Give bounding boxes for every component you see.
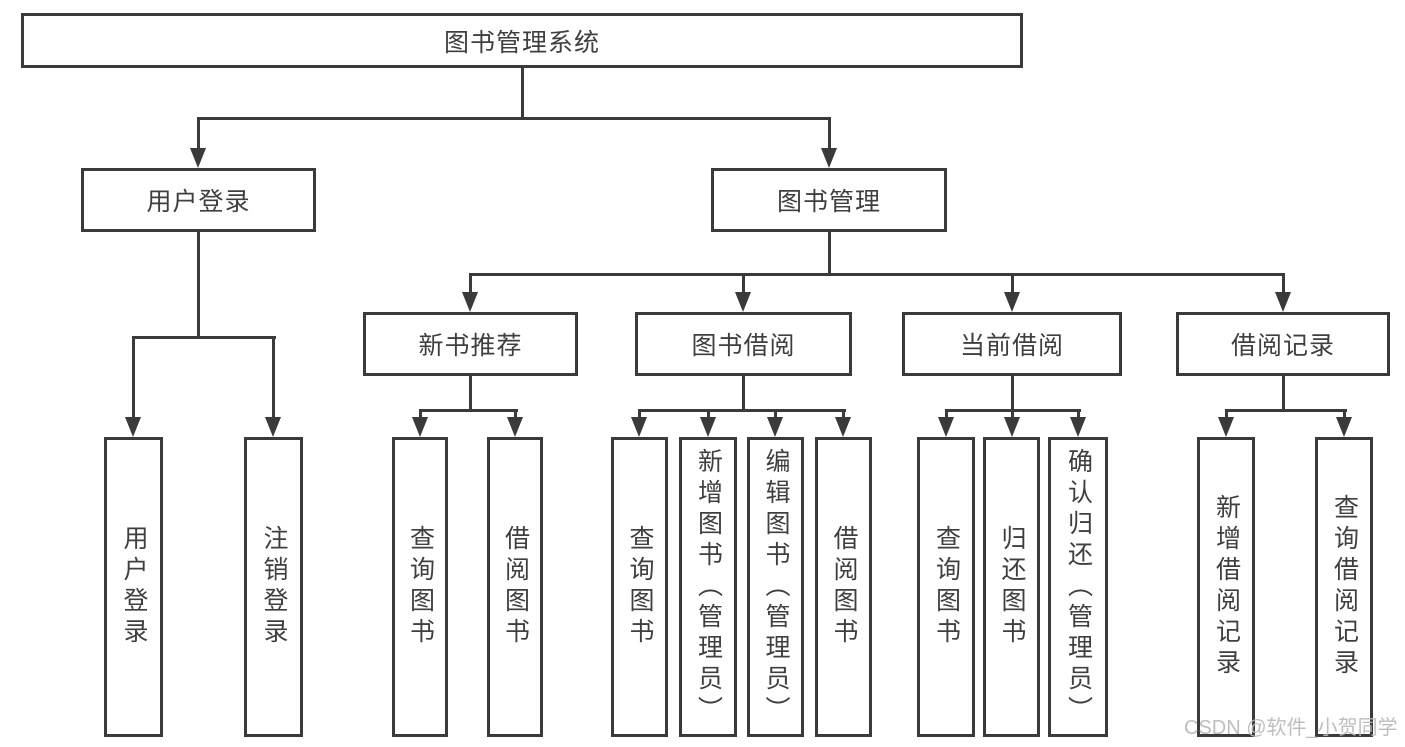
connector-record-stem	[1282, 376, 1285, 412]
connector-user-rail	[132, 336, 276, 339]
leaf-new-borrow-books: 借阅图书	[487, 437, 543, 737]
arrowhead-down-icon	[190, 148, 206, 168]
connector-book-drop-4	[1282, 273, 1285, 296]
arrowhead-down-icon	[462, 292, 478, 312]
leaf-new-query-books: 查询图书	[392, 437, 448, 737]
node-book-management: 图书管理	[711, 168, 947, 232]
leaf-edit-books-admin-label: 编辑图书（管理员）	[762, 447, 790, 727]
connector-record-rail	[1225, 409, 1347, 412]
leaf-borrow-books: 借阅图书	[815, 437, 872, 737]
connector-root-stem	[521, 68, 524, 120]
connector-borrow-drop-1	[638, 409, 641, 421]
leaf-new-borrow-books-label: 借阅图书	[501, 525, 530, 649]
leaf-user-login: 用户登录	[104, 437, 163, 737]
arrowhead-down-icon	[767, 417, 783, 437]
leaf-add-books-admin-label: 新增图书（管理员）	[694, 447, 723, 727]
node-current-borrowing-label: 当前借阅	[959, 332, 1064, 360]
node-book-borrowing-label: 图书借阅	[691, 332, 796, 360]
node-root-label: 图书管理系统	[443, 28, 600, 57]
connector-new-stem	[469, 376, 472, 412]
connector-user-stem	[197, 232, 200, 339]
arrowhead-down-icon	[631, 417, 647, 437]
node-new-book-recommend-label: 新书推荐	[418, 332, 523, 360]
node-borrowing-records-label: 借阅记录	[1230, 332, 1335, 360]
connector-record-drop-1	[1225, 409, 1228, 421]
node-root: 图书管理系统	[21, 13, 1023, 68]
arrowhead-down-icon	[265, 417, 281, 437]
node-new-book-recommend: 新书推荐	[363, 312, 578, 376]
connector-borrow-drop-3	[774, 409, 777, 421]
leaf-user-login-label: 用户登录	[120, 525, 148, 649]
leaf-new-query-books-label: 查询图书	[406, 525, 435, 649]
connector-current-stem	[1011, 376, 1014, 412]
connector-book-drop-3	[1011, 273, 1014, 296]
arrowhead-down-icon	[835, 417, 851, 437]
connector-root-drop-user	[197, 117, 200, 152]
connector-root-drop-book	[828, 117, 831, 152]
connector-borrow-drop-4	[842, 409, 845, 421]
leaf-current-query-books: 查询图书	[917, 437, 975, 737]
connector-current-drop-2	[1011, 409, 1014, 421]
leaf-return-books-label: 归还图书	[998, 525, 1026, 649]
connector-new-drop-1	[419, 409, 422, 421]
connector-user-drop-1	[132, 336, 135, 421]
leaf-current-query-books-label: 查询图书	[932, 525, 961, 649]
connector-new-rail	[419, 409, 518, 412]
connector-current-drop-1	[945, 409, 948, 421]
arrowhead-down-icon	[125, 417, 141, 437]
arrowhead-down-icon	[1336, 417, 1352, 437]
leaf-confirm-return-admin: 确认归还（管理员）	[1048, 437, 1108, 737]
leaf-logout-label: 注销登录	[260, 525, 288, 649]
connector-borrow-rail	[638, 409, 846, 412]
arrowhead-down-icon	[507, 417, 523, 437]
arrowhead-down-icon	[821, 148, 837, 168]
connector-new-drop-2	[514, 409, 517, 421]
leaf-borrow-books-label: 借阅图书	[830, 525, 858, 649]
node-book-borrowing: 图书借阅	[635, 312, 852, 376]
node-borrowing-records: 借阅记录	[1176, 312, 1390, 376]
csdn-watermark: CSDN @软件_小贺同学	[1184, 717, 1398, 739]
leaf-return-books: 归还图书	[983, 437, 1040, 737]
arrowhead-down-icon	[1218, 417, 1234, 437]
leaf-logout: 注销登录	[244, 437, 303, 737]
arrowhead-down-icon	[700, 417, 716, 437]
leaf-confirm-return-admin-label: 确认归还（管理员）	[1064, 447, 1093, 727]
arrowhead-down-icon	[938, 417, 954, 437]
arrowhead-down-icon	[1275, 292, 1291, 312]
connector-record-drop-2	[1343, 409, 1346, 421]
connector-borrow-stem	[742, 376, 745, 412]
node-user-login-group-label: 用户登录	[146, 188, 251, 216]
arrowhead-down-icon	[1070, 417, 1086, 437]
node-user-login-group: 用户登录	[81, 168, 316, 232]
leaf-add-borrow-record: 新增借阅记录	[1197, 437, 1255, 737]
node-current-borrowing: 当前借阅	[902, 312, 1122, 376]
connector-book-stem	[828, 232, 831, 276]
connector-current-drop-3	[1077, 409, 1080, 421]
connector-book-drop-1	[469, 273, 472, 296]
connector-book-drop-2	[742, 273, 745, 296]
leaf-add-books-admin: 新增图书（管理员）	[679, 437, 737, 737]
leaf-query-borrow-record-label: 查询借阅记录	[1330, 494, 1359, 680]
arrowhead-down-icon	[735, 292, 751, 312]
arrowhead-down-icon	[1004, 417, 1020, 437]
leaf-edit-books-admin: 编辑图书（管理员）	[747, 437, 804, 737]
connector-user-drop-2	[272, 336, 275, 421]
connector-root-rail	[197, 117, 831, 120]
node-book-management-label: 图书管理	[776, 188, 881, 216]
arrowhead-down-icon	[1004, 292, 1020, 312]
leaf-borrow-query-books: 查询图书	[611, 437, 668, 737]
leaf-borrow-query-books-label: 查询图书	[626, 525, 654, 649]
connector-borrow-drop-2	[707, 409, 710, 421]
connector-book-rail	[469, 273, 1285, 276]
leaf-add-borrow-record-label: 新增借阅记录	[1212, 494, 1241, 680]
arrowhead-down-icon	[412, 417, 428, 437]
leaf-query-borrow-record: 查询借阅记录	[1315, 437, 1373, 737]
